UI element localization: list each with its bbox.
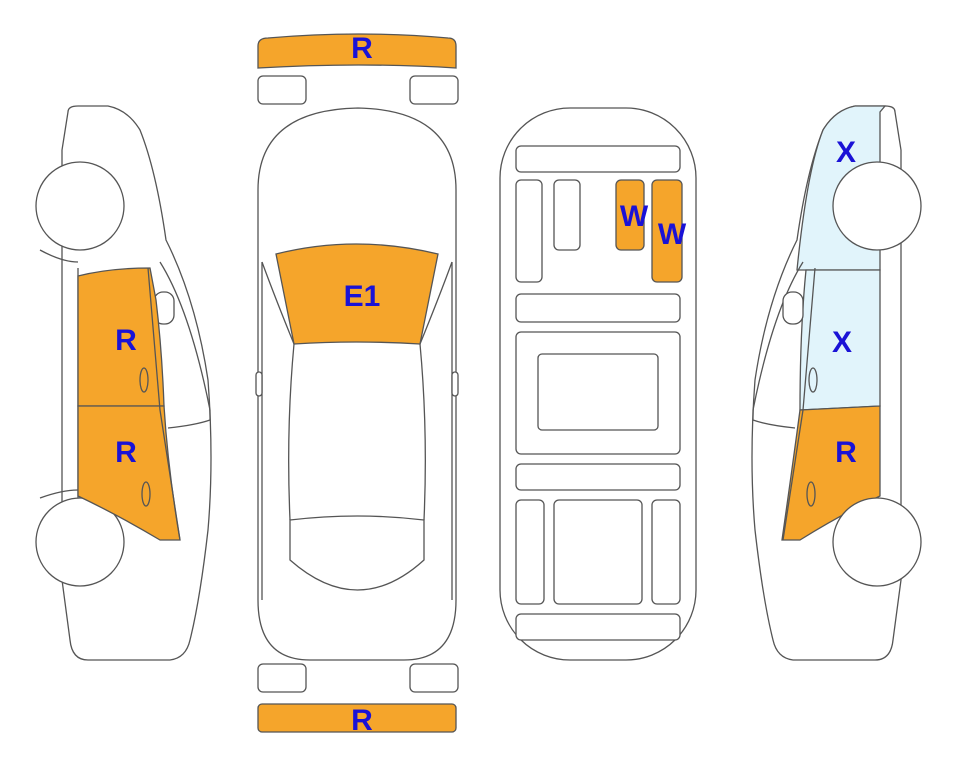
- floor-rear-bar: [515, 613, 681, 641]
- left-door-line-front: [147, 267, 181, 541]
- right-side-glass: [752, 261, 804, 429]
- floor-rear-right: [651, 499, 681, 605]
- right-mirror-top: [451, 371, 459, 397]
- left-front-wheel: [35, 161, 125, 251]
- damage-labels: R E1 R R R W W X X R: [115, 32, 857, 737]
- label-front-bumper: R: [351, 32, 373, 65]
- left-rear-handle: [141, 481, 151, 507]
- label-right-front-fender: X: [836, 136, 856, 169]
- front-right-light: [409, 75, 459, 105]
- underbody-view: [499, 107, 697, 661]
- left-side-glass: [159, 261, 211, 429]
- label-left-front-door: R: [115, 324, 137, 357]
- top-body-outline: [257, 107, 457, 661]
- left-side-arch-front: [39, 249, 79, 263]
- floor-front-bar: [515, 145, 681, 173]
- right-door-line: [782, 267, 816, 541]
- label-right-front-door: X: [832, 326, 852, 359]
- floor-crossbar-1: [515, 293, 681, 323]
- right-rear-handle: [806, 481, 816, 507]
- label-floor-panel-b: W: [658, 218, 687, 251]
- floor-panel-a[interactable]: [615, 179, 645, 251]
- rear-window: [289, 515, 425, 591]
- label-right-rear-door: R: [835, 436, 857, 469]
- right-side-view: [751, 105, 922, 661]
- windshield-right: [419, 261, 453, 345]
- floor-rear-left: [515, 499, 545, 605]
- floor-crossbar-2: [515, 463, 681, 491]
- left-rear-wheel: [35, 497, 125, 587]
- floor-small-rail: [553, 179, 581, 251]
- hood[interactable]: [275, 243, 439, 345]
- right-front-handle: [808, 367, 818, 393]
- left-mirror-top: [255, 371, 263, 397]
- right-front-wheel: [832, 161, 922, 251]
- roof-right: [419, 343, 426, 521]
- left-side-arch-rear: [39, 489, 79, 499]
- label-floor-panel-a: W: [620, 200, 649, 233]
- roof-left: [288, 343, 295, 521]
- front-left-light: [257, 75, 307, 105]
- floor-center-inner: [537, 353, 659, 431]
- floor-rear-center: [553, 499, 643, 605]
- windshield-left: [261, 261, 295, 345]
- floor-left-rail: [515, 179, 543, 283]
- top-view: [255, 33, 459, 733]
- left-front-door[interactable]: [77, 267, 165, 407]
- label-hood: E1: [344, 280, 381, 313]
- left-side-view: [35, 105, 212, 661]
- right-rear-wheel: [832, 497, 922, 587]
- rear-bumper[interactable]: [257, 703, 457, 733]
- rear-right-light: [409, 663, 459, 693]
- label-rear-bumper: R: [351, 704, 373, 737]
- right-side-mirror: [782, 291, 804, 325]
- front-bumper[interactable]: [257, 33, 457, 69]
- label-left-rear-door: R: [115, 436, 137, 469]
- left-front-handle: [139, 367, 149, 393]
- floor-panel-b[interactable]: [651, 179, 683, 283]
- rear-left-light: [257, 663, 307, 693]
